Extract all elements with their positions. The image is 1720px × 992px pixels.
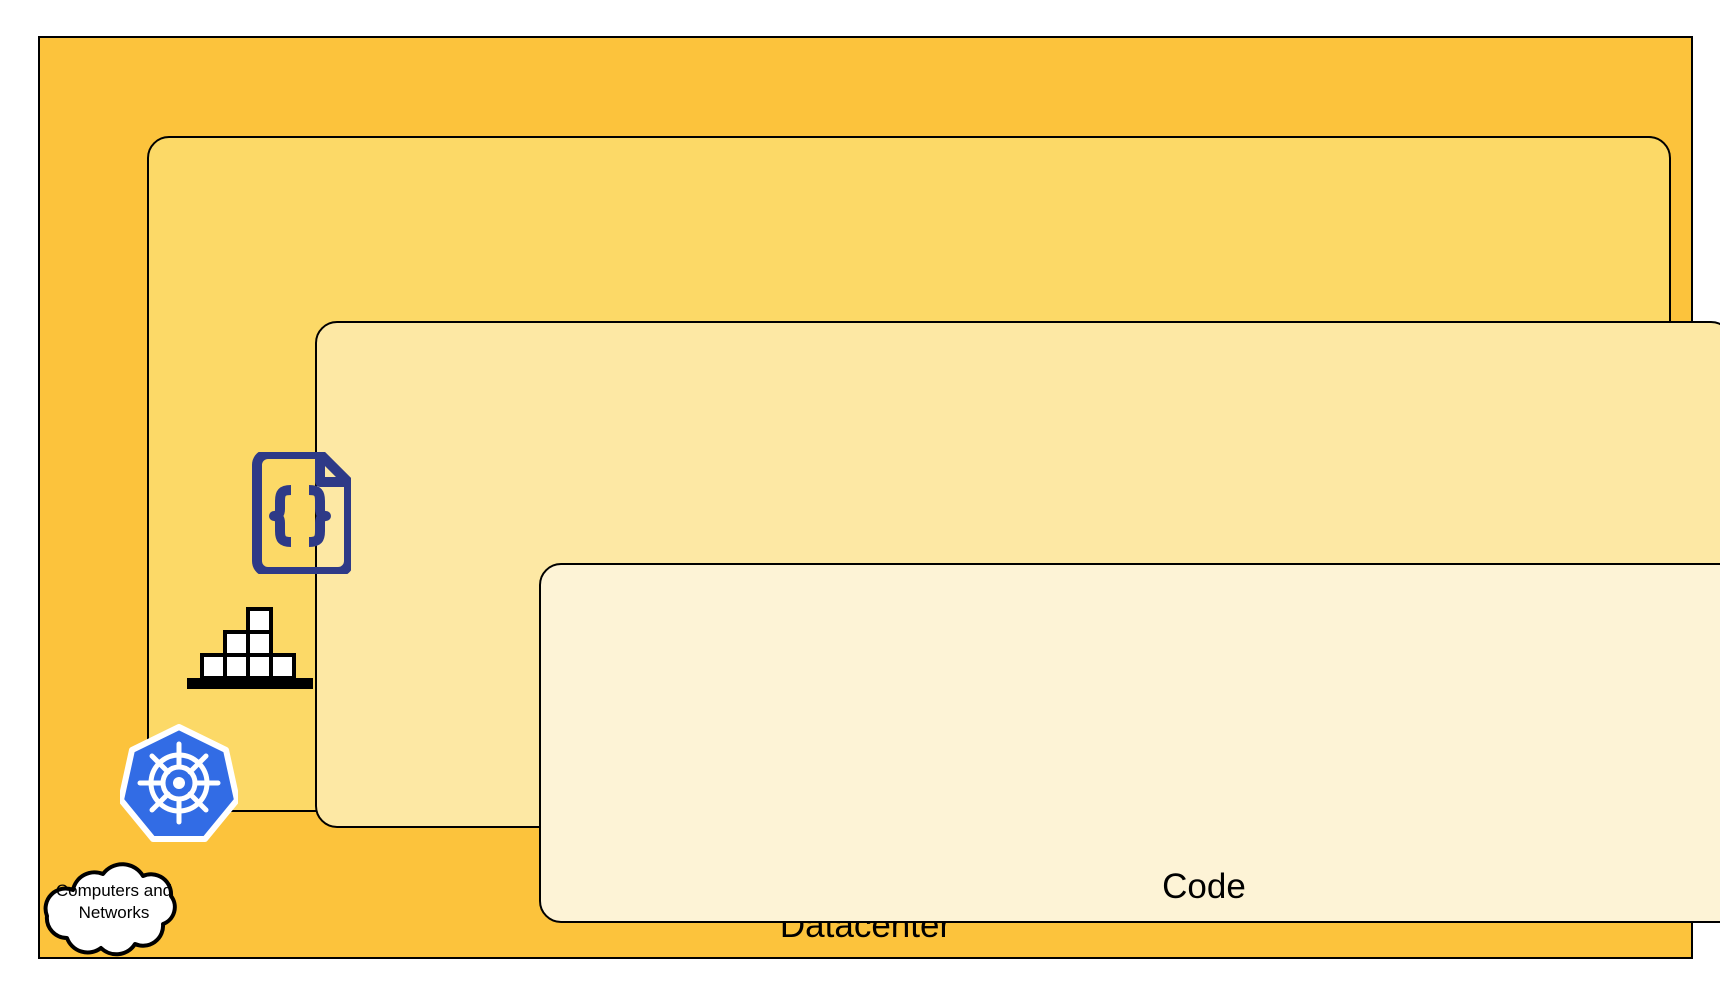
container-boxes-icon (185, 605, 315, 693)
layer-code[interactable]: Code (539, 563, 1720, 923)
kubernetes-icon (118, 724, 240, 842)
cloud-annotation-label-line1: Computers and (55, 881, 173, 900)
layer-datacenter[interactable]: Cloud/Co-Lo/Corporate Datacenter Cluster… (38, 36, 1720, 959)
layer-cluster[interactable]: Cluster Container Code (147, 136, 1720, 923)
cloud-annotation-label-line2: Networks (78, 903, 150, 922)
layer-container[interactable]: Container Code (315, 321, 1720, 923)
cloud-annotation-label: Computers and Networks (38, 880, 190, 924)
cloud-shape-icon (38, 860, 190, 958)
layer-code-label: Code (1162, 867, 1246, 906)
code-braces-document-icon (245, 449, 354, 577)
